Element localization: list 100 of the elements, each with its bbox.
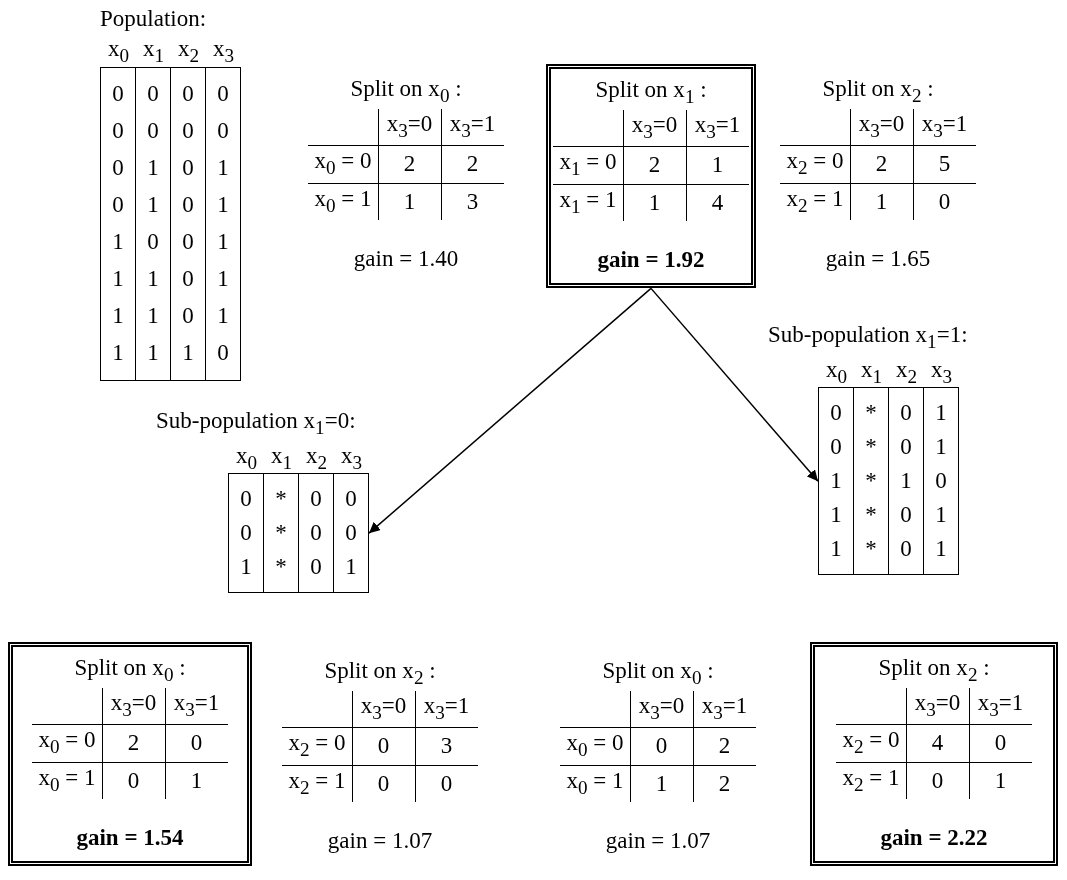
highlight-panel	[810, 642, 1058, 867]
row-header: x$_{0}$ = 1	[560, 765, 631, 803]
table-cell: 0	[298, 474, 334, 517]
table-cell: 1	[888, 464, 924, 499]
column-header: x$_{1}$	[141, 36, 166, 67]
table-cell: 0	[819, 430, 854, 465]
table-cell: 1	[135, 149, 171, 187]
row-header: x$_{0}$ = 1	[32, 762, 103, 800]
table-cell: 1	[333, 550, 368, 593]
row-header: x$_{2}$ = 1	[836, 762, 907, 800]
column-header: x$_{3}$	[211, 36, 236, 67]
table-cell: 0	[135, 112, 171, 150]
table-cell: 0	[888, 532, 924, 575]
column-header: x$_{3}$=1	[165, 687, 228, 725]
table-cell: 0	[913, 183, 976, 221]
table-cell: *	[853, 464, 889, 499]
table-cell: 0	[170, 112, 206, 150]
column-header: x$_{3}$=0	[906, 687, 970, 725]
table-cell: 1	[135, 186, 171, 224]
column-header: x$_{1}$	[859, 356, 884, 388]
table-cell: 2	[441, 145, 504, 184]
table-cell: 0	[205, 112, 240, 150]
table-cell: *	[263, 516, 299, 551]
table-cell: 0	[170, 223, 206, 261]
column-header: x$_{0}$	[234, 442, 259, 474]
table-cell: 0	[819, 388, 854, 431]
table-cell: 1	[850, 183, 914, 221]
arrow	[650, 287, 819, 482]
panel-title: Split on x$_{1}$ :	[594, 77, 708, 108]
table-cell: 0	[630, 727, 694, 766]
table-cell: 1	[923, 430, 958, 465]
gain-text: gain = 1.07	[326, 828, 434, 855]
row-header: x$_{1}$ = 1	[553, 184, 624, 222]
table-cell: 0	[229, 516, 264, 551]
row-header: x$_{2}$ = 1	[780, 183, 851, 221]
table-cell: 1	[378, 183, 442, 221]
table-cell: 1	[819, 532, 854, 575]
table-cell: 1	[623, 184, 687, 222]
table-cell: 0	[969, 724, 1032, 763]
panel-title: Split on x$_{0}$ :	[349, 76, 463, 107]
gain-text: gain = 1.07	[604, 828, 712, 855]
table-cell: 1	[170, 334, 206, 380]
row-header: x$_{0}$ = 0	[308, 145, 379, 184]
table-cell: 1	[819, 498, 854, 533]
gain-text: gain = 1.92	[596, 247, 706, 274]
column-header: x$_{3}$=1	[693, 690, 756, 728]
table-cell: 2	[623, 146, 687, 185]
panel-title: Split on x$_{2}$ :	[821, 76, 935, 107]
column-header: x$_{3}$	[339, 442, 364, 474]
table-cell: 2	[693, 765, 756, 803]
row-header: x$_{0}$ = 0	[32, 724, 103, 763]
panel-title: Split on x$_{0}$ :	[601, 658, 715, 689]
panel-title: Split on x$_{2}$ :	[877, 655, 991, 686]
panel-title: Split on x$_{0}$ :	[73, 655, 187, 686]
table-cell: *	[853, 430, 889, 465]
table-cell: 0	[102, 762, 166, 800]
table-cell: 4	[906, 724, 970, 763]
column-header: x$_{3}$=1	[686, 109, 749, 147]
table-cell: 0	[923, 464, 958, 499]
table-cell: 0	[229, 474, 264, 517]
table-cell: 0	[170, 260, 206, 298]
row-header: x$_{0}$ = 1	[308, 183, 379, 221]
table-cell: 2	[102, 724, 166, 763]
table-title: Sub-population x$_{1}$=1:	[768, 322, 968, 353]
column-header: x$_{3}$	[929, 356, 954, 388]
table-cell: 1	[135, 260, 171, 298]
table-cell: 0	[101, 112, 136, 150]
table-cell: *	[853, 532, 889, 575]
table-cell: 0	[888, 430, 924, 465]
column-header: x$_{3}$=1	[913, 108, 976, 146]
column-header: x$_{0}$	[106, 36, 131, 67]
table-cell: 2	[378, 145, 442, 184]
table-cell: 0	[170, 67, 206, 113]
table-cell: 1	[923, 532, 958, 575]
table-cell: 1	[969, 762, 1032, 800]
table-cell: 1	[819, 464, 854, 499]
table-cell: 0	[298, 516, 334, 551]
table-cell: 1	[101, 297, 136, 335]
gain-text: gain = 2.22	[879, 825, 989, 852]
column-header: x$_{2}$	[304, 442, 329, 474]
row-header: x$_{1}$ = 0	[553, 146, 624, 185]
panel-title: Split on x$_{2}$ :	[323, 658, 437, 689]
table-cell: 1	[686, 146, 749, 185]
column-header: x$_{1}$	[269, 442, 294, 474]
table-cell: 1	[205, 297, 240, 335]
table-cell: 0	[352, 765, 416, 803]
table-cell: *	[263, 474, 299, 517]
table-cell: 0	[135, 67, 171, 113]
table-cell: 0	[165, 724, 228, 763]
row-header: x$_{2}$ = 0	[282, 727, 353, 766]
table-cell: 0	[101, 186, 136, 224]
table-cell: 0	[888, 388, 924, 431]
table-cell: 1	[205, 186, 240, 224]
column-header: x$_{3}$=1	[969, 687, 1032, 725]
row-header: x$_{2}$ = 0	[780, 145, 851, 184]
highlight-panel	[8, 642, 252, 867]
table-cell: 0	[205, 67, 240, 113]
table-cell: 0	[170, 297, 206, 335]
table-cell: 1	[165, 762, 228, 800]
column-header: x$_{2}$	[894, 356, 919, 388]
